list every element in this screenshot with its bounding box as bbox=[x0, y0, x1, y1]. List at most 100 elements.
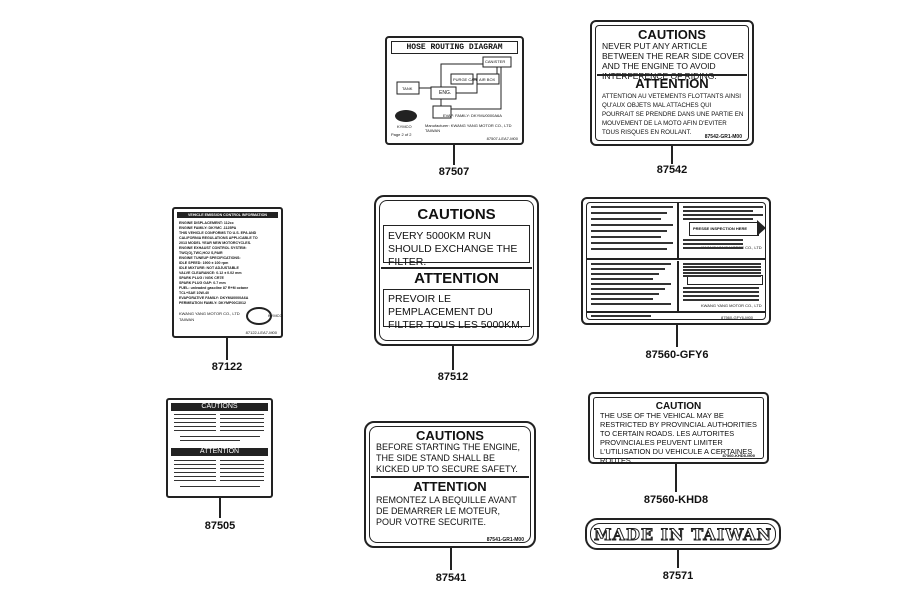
leader-87560-gfy6 bbox=[676, 325, 678, 347]
inner-border bbox=[593, 397, 764, 459]
fine-print-line bbox=[591, 268, 665, 270]
horizontal-divider bbox=[586, 258, 766, 260]
leader-87507 bbox=[453, 145, 455, 165]
fine-print-line bbox=[683, 291, 759, 293]
emission-code: 87122-LEA7-M00 bbox=[245, 330, 277, 335]
divider bbox=[371, 476, 529, 478]
fine-print-line bbox=[591, 224, 673, 226]
emission-line: PERMEATION FAMILY: DKYMP00C3012 bbox=[179, 301, 247, 305]
part-number-87541: 87541 bbox=[435, 572, 467, 584]
fine-print-line bbox=[683, 295, 759, 297]
fine-print-line bbox=[683, 206, 763, 208]
attention-text: PREVOIR LE PEMPLACEMENT DU FILTER TOUS L… bbox=[388, 293, 523, 331]
fine-print-line bbox=[220, 468, 264, 469]
label-code: 87542-GR1-M00 bbox=[704, 134, 742, 140]
eng-label: ENG. bbox=[439, 90, 452, 96]
caution-text: THE USE OF THE VEHICAL MAY BE RESTRICTED… bbox=[600, 411, 757, 465]
fine-print-line bbox=[683, 243, 743, 245]
fine-print-line bbox=[591, 212, 667, 214]
fine-print-line bbox=[591, 242, 673, 244]
leader-87512 bbox=[452, 346, 454, 370]
fine-print-line bbox=[591, 298, 653, 300]
fine-print-line bbox=[591, 303, 671, 305]
fine-print-line bbox=[220, 480, 264, 481]
fine-print-line bbox=[591, 283, 671, 285]
cautions-title: CAUTIONS bbox=[417, 206, 496, 223]
emission-line: IDLE SPEED: 1900 ± 100 rpm bbox=[179, 261, 229, 265]
divider bbox=[381, 267, 532, 269]
fine-print-line bbox=[174, 480, 216, 481]
emission-country: TAIWAN bbox=[179, 317, 195, 322]
made-in-taiwan-label: MADE IN TAIWAN bbox=[585, 518, 781, 550]
leader-87541 bbox=[450, 548, 452, 570]
caution-label-87542: CAUTIONS NEVER PUT ANY ARTICLE BETWEEN T… bbox=[590, 20, 754, 146]
purge-label: PURGE CAN bbox=[453, 77, 477, 82]
fine-print-line bbox=[174, 430, 216, 431]
attention-title: ATTENTION bbox=[414, 270, 499, 287]
arrow-head bbox=[757, 220, 766, 236]
fine-print-line bbox=[220, 476, 264, 477]
airbox-label: AIR BOX bbox=[479, 77, 496, 82]
fine-print-line bbox=[591, 288, 665, 290]
cautions-text: BEFORE STARTING THE ENGINE, THE SIDE STA… bbox=[376, 442, 521, 474]
fine-print-line bbox=[683, 218, 753, 220]
part-number-87507: 87507 bbox=[438, 166, 470, 178]
fine-print-line bbox=[683, 210, 753, 212]
vertical-divider-2 bbox=[677, 261, 679, 313]
fine-print-line bbox=[220, 426, 264, 427]
attention-box bbox=[383, 289, 530, 327]
manufacturer: Manufacturer: KWANG YANG MOTOR CO., LTD … bbox=[425, 123, 512, 133]
emission-line: IDLE MIXTURE: NOT ADJUSTABLE bbox=[179, 266, 239, 270]
cautions-title: CAUTIONS bbox=[416, 428, 484, 443]
fine-print-line bbox=[174, 476, 216, 477]
attention-title: ATTENTION bbox=[199, 448, 240, 455]
fine-print-line bbox=[174, 418, 216, 419]
fine-print-line bbox=[683, 214, 763, 216]
hose-title: HOSE ROUTING DIAGRAM bbox=[391, 41, 518, 54]
fine-print-line bbox=[683, 272, 761, 274]
caution-label-87505: CAUTIONS ATTENTION bbox=[166, 398, 273, 498]
label-code: 87541-GR1-M00 bbox=[486, 537, 524, 543]
arrow-text: PRESSE INSPECTION HERE bbox=[693, 226, 748, 231]
fine-print-line bbox=[174, 426, 216, 427]
fine-print-line bbox=[591, 263, 671, 265]
emission-line: VALVE CLEARANCE: 0.12 ± 0.02 mm bbox=[179, 271, 242, 275]
emission-line: ENGINE FAMILY: DKYMC .1125PA bbox=[179, 226, 237, 230]
emission-line: ENGINE DISPLACEMENT: 112cc bbox=[179, 221, 234, 225]
attention-text: REMONTEZ LA BEQUILLE AVANT DE DEMARRER L… bbox=[376, 495, 517, 527]
leader-87542 bbox=[671, 146, 673, 164]
emission-title: VEHICLE EMISSION CONTROL INFORMATION bbox=[177, 212, 278, 218]
leader-87505 bbox=[219, 498, 221, 518]
gfy6-maker-2: KWANG YANG MOTOR CO., LTD bbox=[701, 303, 762, 308]
fine-print-line bbox=[683, 299, 759, 301]
fine-print-line bbox=[591, 248, 667, 250]
fine-print-line bbox=[591, 315, 651, 317]
fine-print-line bbox=[220, 464, 264, 465]
divider bbox=[597, 74, 747, 76]
emission-line: 2013 MODEL YEAR NEW MOTORCYCLES. bbox=[179, 241, 252, 245]
evap-family: EVAP. FAMILY: DKYMU0000A6A bbox=[443, 113, 502, 118]
kymco-logo bbox=[395, 110, 417, 122]
fine-print-line bbox=[591, 236, 661, 238]
emission-label-87122: VEHICLE EMISSION CONTROL INFORMATION ENG… bbox=[172, 207, 283, 338]
fine-print-line bbox=[591, 230, 667, 232]
part-number-87560-khd8: 87560-KHD8 bbox=[643, 494, 709, 506]
fine-print-line bbox=[683, 275, 761, 277]
inner-border bbox=[369, 426, 531, 543]
emission-line: EVAPORATIVE FAMILY: DKYMU0000A6A bbox=[179, 296, 249, 300]
caution-label-87560-khd8: CAUTION THE USE OF THE VEHICAL MAY BE RE… bbox=[588, 392, 769, 465]
emission-maker: KWANG YANG MOTOR CO., LTD bbox=[179, 311, 240, 316]
fine-print-line bbox=[683, 269, 761, 271]
inner-border bbox=[379, 200, 534, 341]
emission-line: TWC(O),TWC,HO2 S,PAIR bbox=[179, 251, 223, 255]
inner-border bbox=[590, 523, 776, 545]
fine-print-line bbox=[220, 422, 264, 423]
emission-line: THIS VEHICLE CONFORMS TO U.S. EPA AND bbox=[179, 231, 257, 235]
fine-print-line bbox=[220, 460, 264, 461]
kymco-logo bbox=[246, 307, 272, 325]
fine-print-line bbox=[220, 472, 264, 473]
gfy6-code: 87560-GFY6-M00 bbox=[721, 315, 754, 320]
vertical-divider bbox=[677, 202, 679, 260]
caution-label-87512: CAUTIONS EVERY 5000KM RUN SHOULD EXCHANG… bbox=[374, 195, 539, 346]
